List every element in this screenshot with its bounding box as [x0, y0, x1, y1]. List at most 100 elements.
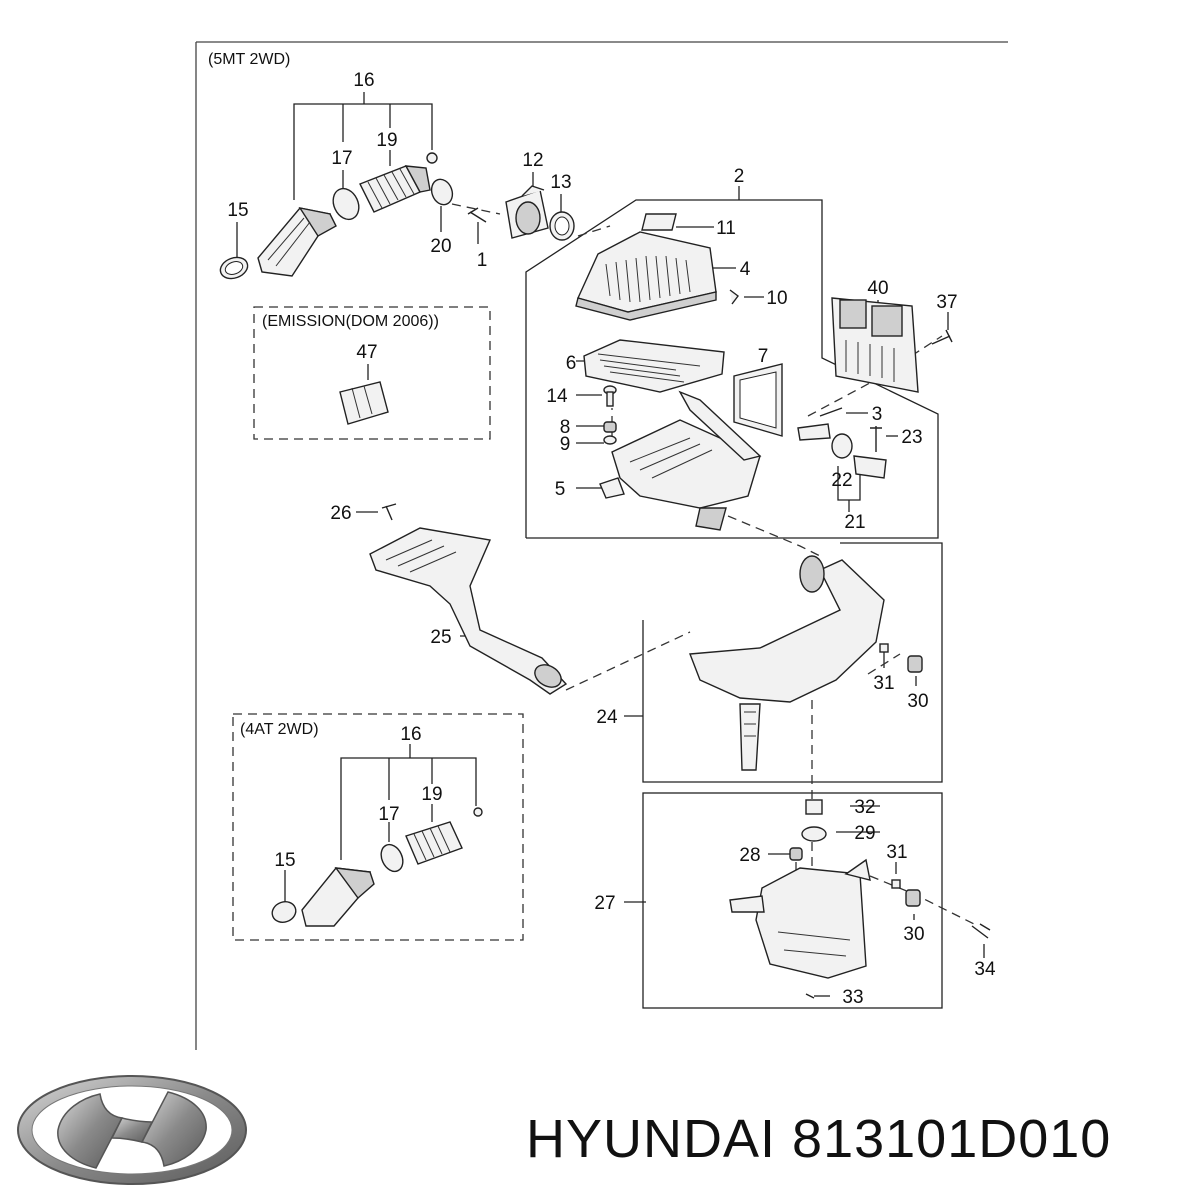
callout-p47: 47: [356, 342, 377, 363]
grommet-8: [603, 421, 617, 433]
intake-hose-upper: [257, 206, 337, 277]
part-number: 813101D010: [792, 1109, 1112, 1169]
section-label-4at-2wd: (4AT 2WD): [240, 721, 319, 738]
hose-47: [339, 381, 389, 425]
air-duct-25: [369, 527, 568, 695]
bolt-1: [467, 207, 487, 223]
screw-33: [805, 993, 815, 999]
callout-p12: 12: [522, 150, 543, 171]
callout-p8: 8: [560, 417, 571, 438]
air-filter-6: [583, 339, 725, 393]
callout-p3: 3: [872, 404, 883, 425]
callout-p25: 25: [430, 627, 451, 648]
bolt-14: [603, 385, 617, 407]
callout-p34: 34: [974, 959, 996, 980]
callout-p13: 13: [550, 172, 571, 193]
mount-bracket: [853, 455, 887, 479]
bolt-26: [381, 503, 397, 521]
brand-name: HYUNDAI: [526, 1109, 777, 1169]
air-cleaner-body-5: [599, 390, 762, 531]
callout-p30b: 30: [903, 924, 924, 945]
callout-p22: 22: [831, 470, 852, 491]
callout-p31b: 31: [886, 842, 907, 863]
ecu-bracket-40: [831, 297, 919, 393]
bolt-31-lower: [891, 879, 901, 889]
callout-p26: 26: [330, 503, 351, 524]
callout-p17a: 17: [331, 148, 352, 169]
label-11: [641, 213, 677, 231]
resonator-27: [729, 858, 871, 979]
hyundai-logo-icon: [17, 1075, 247, 1185]
callout-p17b: 17: [378, 804, 399, 825]
callout-p7: 7: [758, 346, 769, 367]
bellows-hose-19-lower: [405, 821, 463, 865]
callout-p1: 1: [477, 250, 488, 271]
callout-p15a: 15: [227, 200, 248, 221]
collar-9: [603, 435, 617, 445]
callout-p29: 29: [854, 823, 875, 844]
callout-p21: 21: [844, 512, 865, 533]
air-cleaner-group-frame: [525, 199, 939, 539]
callout-p28: 28: [739, 845, 760, 866]
screw-lower: [473, 807, 483, 817]
callout-p16b: 16: [400, 724, 421, 745]
callout-p4: 4: [740, 259, 751, 280]
at-2wd-frame: [232, 713, 524, 941]
clip-10: [729, 289, 739, 305]
callout-p19a: 19: [376, 130, 397, 151]
air-duct-24: [689, 555, 885, 771]
callout-p32: 32: [854, 797, 875, 818]
grommet-28: [789, 847, 803, 861]
callout-p10: 10: [766, 288, 787, 309]
product-caption: HYUNDAI 813101D010: [526, 1104, 1196, 1174]
bracket-16-upper: [293, 103, 433, 200]
callout-p19b: 19: [421, 784, 442, 805]
clamp-17-upper: [332, 187, 360, 221]
callout-p16a: 16: [353, 70, 374, 91]
callout-p30a: 30: [907, 691, 928, 712]
bolt-34: [971, 923, 991, 939]
section-label-5mt-2wd: (5MT 2WD): [208, 51, 290, 68]
grommet-30-lower: [905, 889, 921, 907]
callout-p11: 11: [716, 218, 736, 239]
clamp-17-lower: [380, 843, 404, 873]
mount-22: [831, 433, 853, 459]
grommet-32: [805, 799, 823, 815]
callout-p2: 2: [734, 166, 745, 187]
bellows-hose-19-upper: [359, 165, 431, 213]
intake-hose-lower: [301, 867, 375, 927]
callout-p20: 20: [430, 236, 451, 257]
air-cleaner-cover-4: [575, 231, 717, 321]
callout-p24: 24: [596, 707, 618, 728]
clamp-20: [430, 178, 454, 206]
screw-upper: [426, 152, 438, 164]
air-flow-sensor-12: [505, 185, 549, 239]
resonator-group-frame: [642, 792, 943, 1009]
callout-p9: 9: [560, 434, 571, 455]
callout-p15b: 15: [274, 850, 295, 871]
callout-p5: 5: [555, 479, 566, 500]
bolt-23: [870, 426, 882, 452]
callout-p23: 23: [901, 427, 922, 448]
callout-p14: 14: [546, 386, 568, 407]
clamp-15-upper: [219, 256, 249, 280]
bolt-31-upper: [879, 643, 889, 653]
section-label-emission: (EMISSION(DOM 2006)): [262, 313, 439, 330]
callout-p37: 37: [936, 292, 957, 313]
callout-p40: 40: [867, 278, 888, 299]
bolt-37: [931, 329, 953, 345]
callout-p27: 27: [594, 893, 615, 914]
bracket: [797, 423, 831, 441]
callout-p33: 33: [842, 987, 863, 1008]
duct-group-frame: [642, 542, 943, 783]
grommet-30-upper: [907, 655, 923, 673]
callout-p31a: 31: [873, 673, 894, 694]
callout-p6: 6: [566, 353, 577, 374]
bracket-16-lower: [340, 757, 477, 860]
emission-frame: [253, 306, 491, 440]
ring-29: [801, 826, 827, 842]
clamp-15-lower: [271, 901, 297, 923]
bolt-3: [819, 407, 843, 417]
